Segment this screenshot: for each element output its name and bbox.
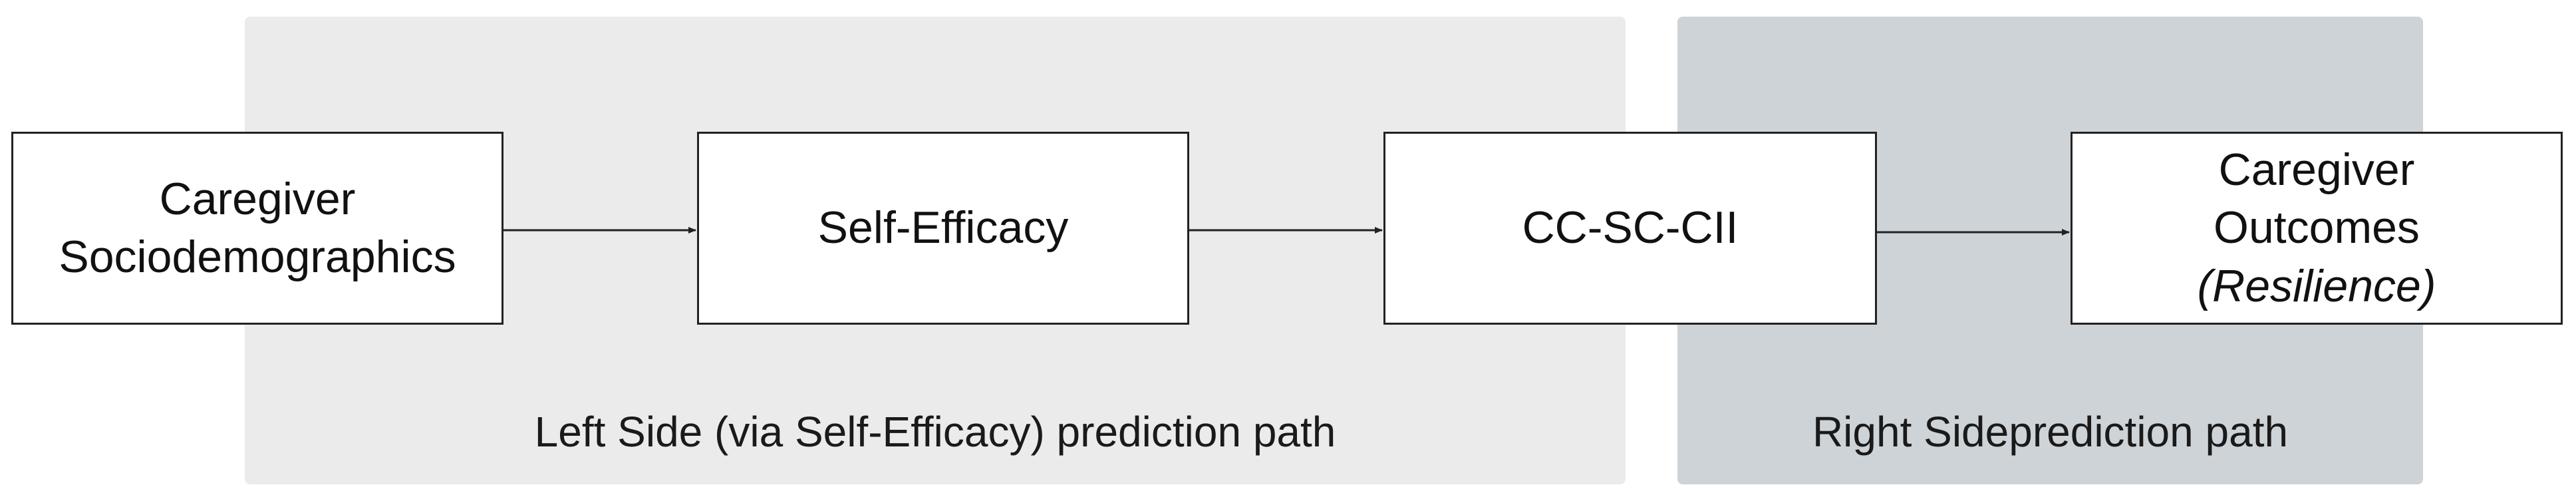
node-sociodemographics-line-1: Caregiver (159, 173, 356, 224)
node-outcomes-line-2: Outcomes (2214, 202, 2420, 253)
right-region-label: Right Sideprediction path (1812, 408, 2289, 456)
node-sociodemographics-line-2: Sociodemographics (59, 232, 456, 282)
node-outcomes-line-3: (Resilience) (2197, 260, 2436, 311)
node-cc-sc-cii: CC-SC-CII (1383, 132, 1877, 325)
node-self-efficacy: Self-Efficacy (697, 132, 1189, 325)
node-cc-sc-cii-label: CC-SC-CII (1522, 202, 1739, 253)
node-self-efficacy-label: Self-Efficacy (817, 202, 1069, 253)
left-region-label: Left Side (via Self-Efficacy) prediction… (534, 408, 1336, 456)
node-caregiver-sociodemographics: Caregiver Sociodemographics (11, 132, 503, 325)
node-caregiver-outcomes: Caregiver Outcomes (Resilience) (2071, 132, 2563, 325)
node-outcomes-line-1: Caregiver (2218, 144, 2415, 196)
